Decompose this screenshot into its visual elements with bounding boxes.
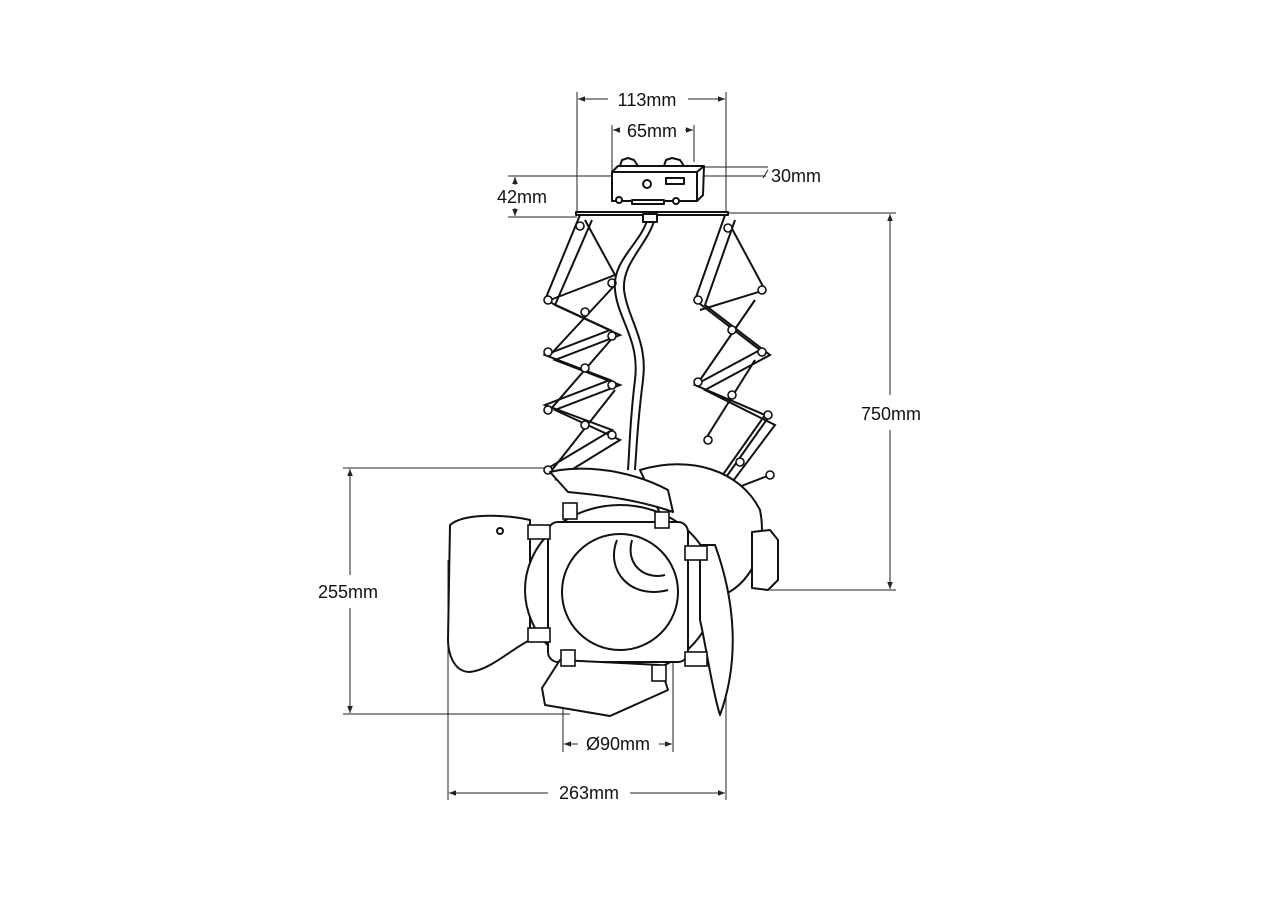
track-adapter bbox=[575, 157, 729, 216]
scissor-arm-left bbox=[542, 214, 623, 481]
dim-head-height: 255mm bbox=[318, 582, 378, 602]
dim-adapter-width: 65mm bbox=[627, 121, 677, 141]
power-cable bbox=[613, 213, 658, 471]
dim-adapter-height: 42mm bbox=[497, 187, 547, 207]
dim-top-width: 113mm bbox=[618, 90, 677, 110]
lamp-head bbox=[447, 463, 779, 717]
dim-total-height: 750mm bbox=[861, 404, 921, 424]
dim-total-width: 263mm bbox=[559, 783, 619, 803]
dim-lens-diameter: Ø90mm bbox=[586, 734, 650, 754]
scissor-arm-right bbox=[692, 214, 777, 510]
dim-adapter-depth: 30mm bbox=[771, 166, 821, 186]
